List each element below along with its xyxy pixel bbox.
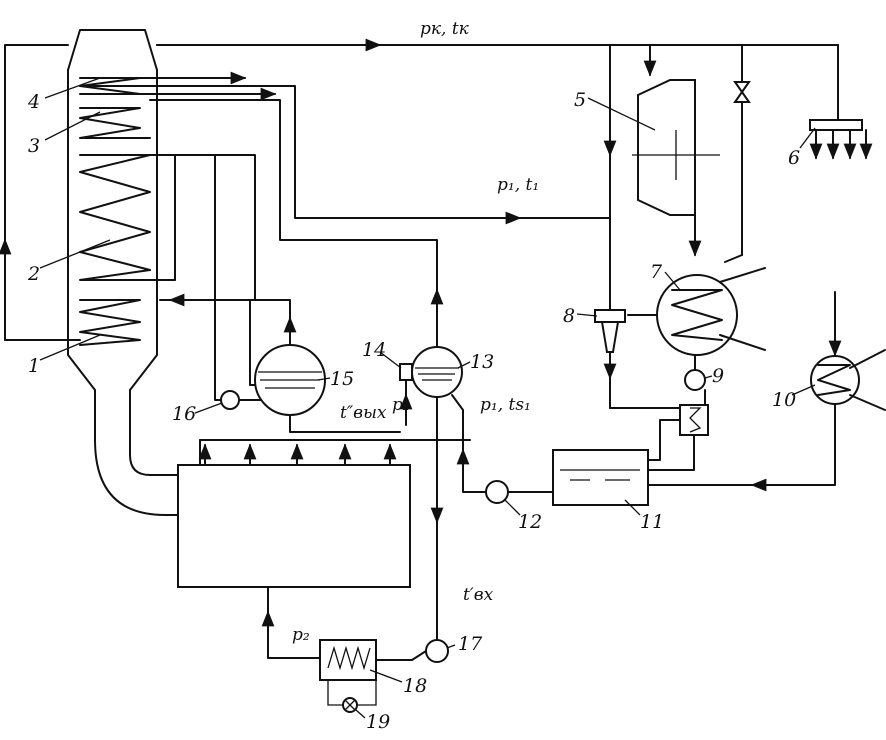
callout-13: 13 xyxy=(470,351,494,373)
label-pk-tk: pк, tк xyxy=(420,19,470,39)
condensate-pump xyxy=(684,354,706,406)
callout-7: 7 xyxy=(650,261,663,283)
callout-19: 19 xyxy=(366,711,390,733)
callout-15: 15 xyxy=(330,368,354,390)
cooling-circuit xyxy=(261,586,449,713)
economizer-coil-1 xyxy=(79,299,141,346)
engine-block xyxy=(177,464,411,588)
label-t-in: t′вх xyxy=(463,585,494,605)
callout-2: 2 xyxy=(27,263,40,285)
callout-14: 14 xyxy=(362,339,386,361)
distribution-header xyxy=(198,439,471,466)
callout-11: 11 xyxy=(640,511,664,533)
callout-9: 9 xyxy=(712,365,724,387)
steam-consumer xyxy=(809,119,873,160)
callout-3: 3 xyxy=(28,135,40,157)
callout-18: 18 xyxy=(403,675,427,697)
ejector xyxy=(594,309,681,409)
evaporator-coil-2 xyxy=(79,154,176,281)
callout-10: 10 xyxy=(772,389,796,411)
callout-17: 17 xyxy=(458,633,483,655)
callout-1: 1 xyxy=(28,355,40,377)
feedwater-tank xyxy=(507,449,649,506)
label-p2-lower: p₂ xyxy=(292,625,310,645)
callout-4: 4 xyxy=(27,91,40,113)
separator-drum xyxy=(399,299,463,641)
external-heater xyxy=(647,291,886,492)
circulation-pump xyxy=(220,390,240,410)
superheater-coil-3 xyxy=(79,107,151,139)
callout-12: 12 xyxy=(518,511,542,533)
callout-5: 5 xyxy=(574,89,586,111)
throttle-valve xyxy=(724,44,751,263)
callout-16: 16 xyxy=(172,403,196,425)
turbine xyxy=(603,44,720,311)
callout-8: 8 xyxy=(563,305,575,327)
label-t-out: t″вых xyxy=(340,403,387,423)
boiler-column xyxy=(67,29,179,516)
label-p1-ts1: p₁, ts₁ xyxy=(480,395,531,415)
feed-pump xyxy=(451,394,509,504)
drum xyxy=(254,344,401,433)
callout-6: 6 xyxy=(788,147,800,169)
condenser xyxy=(627,267,766,356)
label-p1-t1: p₁, t₁ xyxy=(497,175,539,195)
leader-lines xyxy=(39,77,816,719)
ejector-cooler xyxy=(647,404,709,471)
main-steam-line xyxy=(0,38,839,341)
superheated-steam-line xyxy=(79,71,611,305)
label-p2-upper: p₂ xyxy=(392,395,410,415)
